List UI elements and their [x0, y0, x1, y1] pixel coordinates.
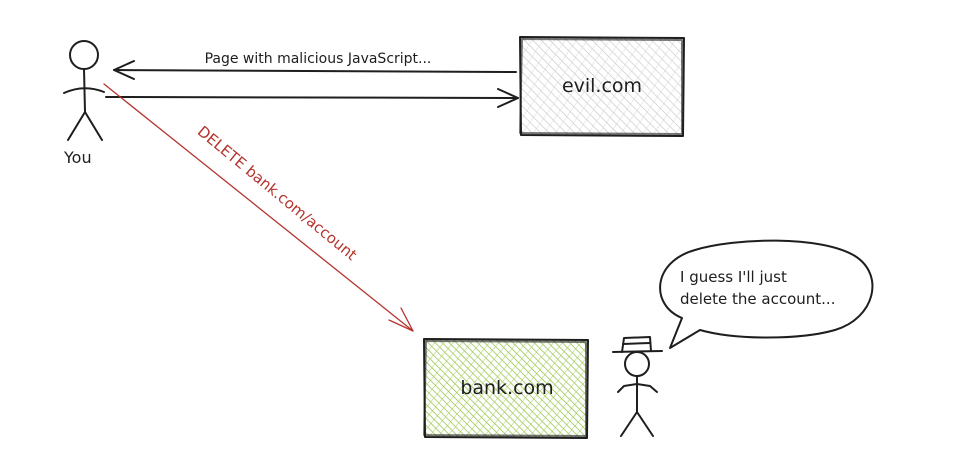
request-evil-arrow [105, 88, 519, 108]
evil-com-label: evil.com [562, 75, 642, 97]
bank-com-label: bank.com [460, 377, 553, 399]
speech-bubble [659, 239, 874, 349]
bank-employee-stick-figure [612, 336, 663, 437]
bank-com-box [423, 338, 589, 439]
response-arrow-label: Page with malicious JavaScript... [205, 51, 432, 67]
delete-request-label: DELETE bank.com/account [194, 122, 360, 264]
speech-bubble-line-2: delete the account... [680, 290, 835, 308]
speech-bubble-line-1: I guess I'll just [680, 268, 787, 286]
you-label: You [63, 148, 92, 167]
response-arrow [113, 60, 517, 80]
you-stick-figure [63, 40, 105, 141]
evil-com-box [519, 36, 685, 137]
delete-request-arrow [103, 83, 414, 332]
